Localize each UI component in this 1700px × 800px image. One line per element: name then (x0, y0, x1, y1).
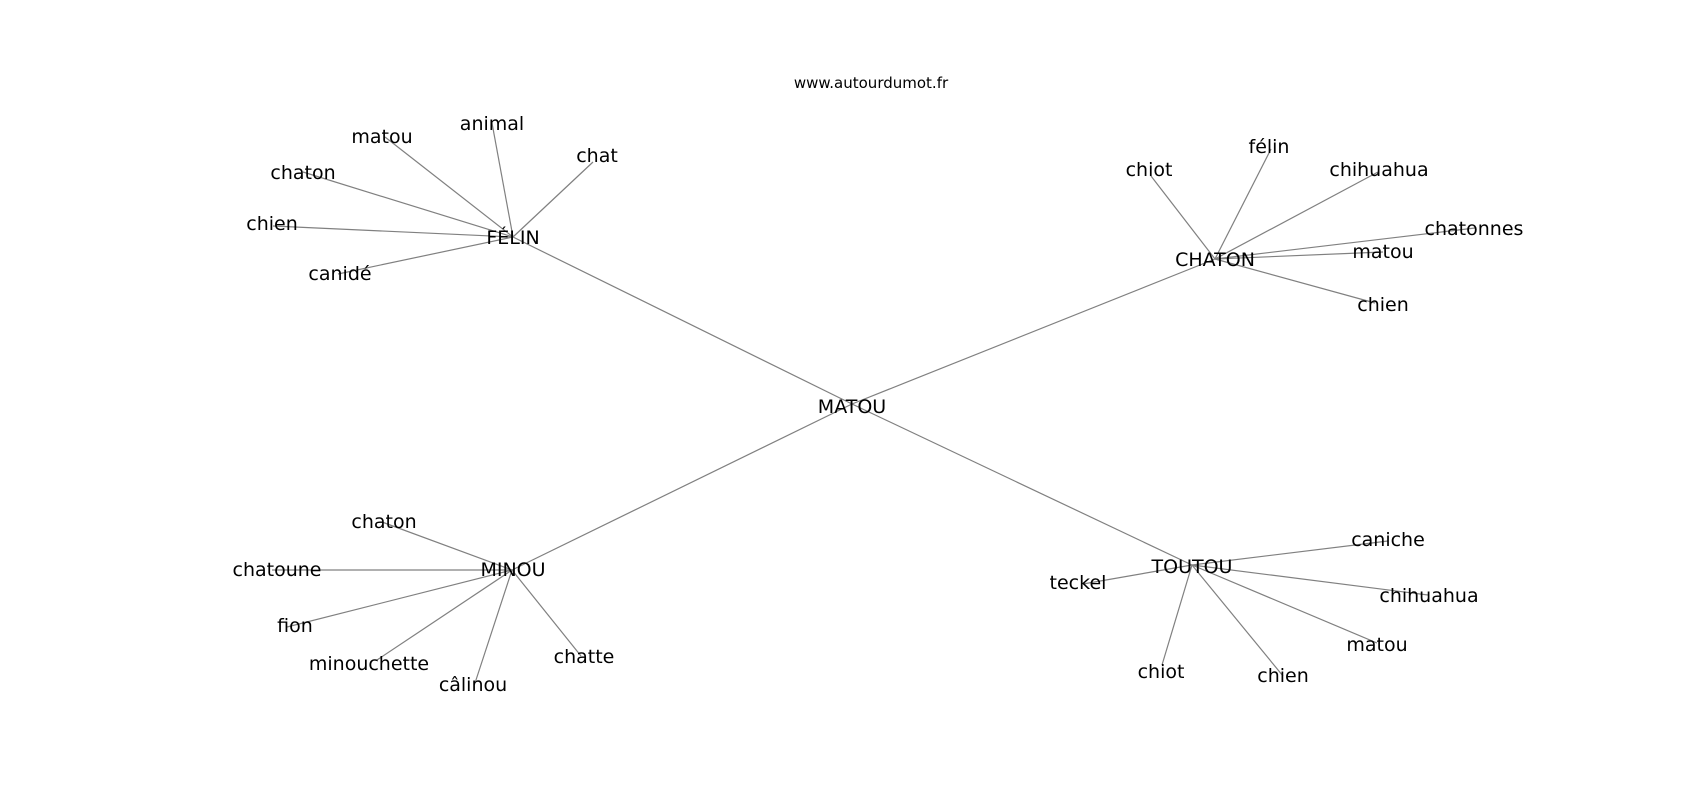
leaf-node-label: chaton (270, 162, 335, 184)
edge-felin-leaf (384, 136, 514, 238)
edge-center-minou (511, 403, 853, 571)
leaf-node-label: matou (1352, 241, 1413, 263)
edge-felin-leaf (512, 161, 594, 238)
leaf-node-label: chatonnes (1425, 218, 1524, 240)
edge-minou-leaf (381, 521, 513, 571)
leaf-node-label: teckel (1050, 572, 1107, 594)
graph-edges (272, 122, 1476, 684)
edge-felin-leaf (302, 171, 514, 238)
edge-center-toutou (851, 403, 1193, 566)
leaf-node-label: animal (460, 113, 524, 135)
hub-node-label-felin: FÉLIN (486, 226, 539, 249)
edge-felin-leaf (272, 225, 514, 238)
hub-node-label-chaton: CHATON (1175, 249, 1255, 271)
leaf-node-label: chat (576, 145, 618, 167)
leaf-node-label: canidé (308, 263, 371, 285)
leaf-node-label: chien (246, 213, 298, 235)
leaf-node-label: félin (1249, 136, 1290, 158)
leaf-node-label: chien (1357, 294, 1409, 316)
center-node-label: MATOU (818, 396, 886, 418)
leaf-node-label: câlinou (439, 674, 507, 696)
leaf-node-label: caniche (1351, 529, 1425, 551)
edge-chaton-leaf (1214, 227, 1476, 260)
site-label: www.autourdumot.fr (794, 74, 949, 92)
edge-toutou-leaf (1191, 564, 1429, 596)
edge-minou-leaf (376, 569, 513, 661)
edge-chaton-leaf (1214, 251, 1384, 260)
edge-felin-leaf (491, 122, 514, 238)
edge-minou-leaf (511, 569, 582, 657)
edge-minou-leaf (286, 569, 513, 628)
edge-toutou-leaf (1191, 564, 1378, 644)
edge-toutou-leaf (1191, 564, 1284, 677)
leaf-node-label: chatoune (233, 559, 322, 581)
leaf-node-label: chaton (351, 511, 416, 533)
leaf-node-label: minouchette (309, 653, 429, 675)
graph-labels: www.autourdumot.fr MATOU FÉLIN chat animal m… (233, 74, 1524, 696)
leaf-node-label: chiot (1126, 159, 1173, 181)
edge-chaton-leaf (1150, 175, 1216, 260)
edge-center-felin (512, 236, 853, 405)
leaf-node-label: chihuahua (1329, 159, 1428, 181)
edge-chaton-leaf (1214, 148, 1272, 260)
leaf-node-label: matou (351, 126, 412, 148)
hub-node-label-toutou: TOUTOU (1151, 556, 1233, 578)
leaf-node-label: chiot (1138, 661, 1185, 683)
leaf-node-label: matou (1346, 634, 1407, 656)
edge-toutou-leaf (1082, 564, 1193, 585)
edge-toutou-leaf (1161, 564, 1193, 666)
leaf-node-label: fion (277, 615, 313, 637)
edge-minou-leaf (474, 569, 513, 684)
edge-felin-leaf (337, 236, 514, 275)
edge-chaton-leaf (1214, 171, 1379, 260)
leaf-node-label: chatte (554, 646, 615, 668)
hub-node-label-minou: MINOU (480, 559, 545, 581)
edge-chaton-leaf (1214, 258, 1376, 304)
edge-center-chaton (851, 258, 1216, 405)
leaf-node-label: chien (1257, 665, 1309, 687)
leaf-node-label: chihuahua (1379, 585, 1478, 607)
edge-toutou-leaf (1191, 540, 1389, 566)
